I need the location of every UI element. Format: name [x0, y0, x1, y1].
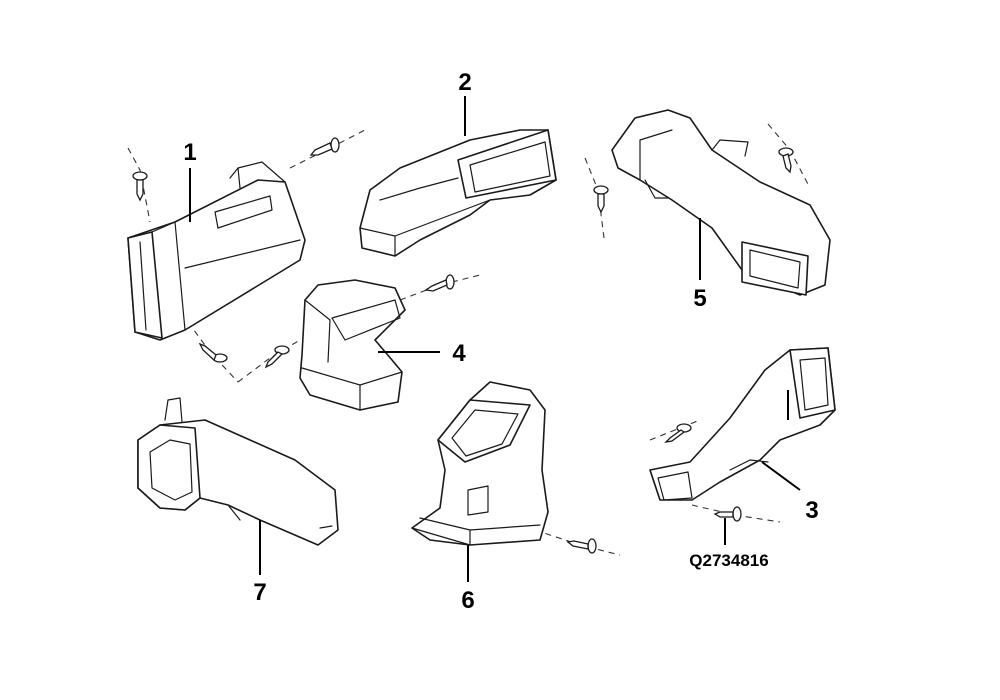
duct-part-2 — [359, 129, 557, 257]
screw-6a — [566, 538, 597, 554]
screw-3b — [713, 506, 742, 522]
screw-4a — [264, 345, 290, 369]
duct-part-1 — [127, 161, 306, 341]
reference-code: Q2734816 — [689, 551, 768, 570]
duct-part-6 — [411, 381, 549, 546]
duct-part-3 — [649, 347, 836, 501]
screw-1c — [198, 342, 228, 363]
screw-4b — [424, 274, 455, 292]
callout-5: 5 — [693, 285, 706, 312]
callout-4: 4 — [452, 340, 466, 367]
screw-5b — [778, 147, 794, 174]
screw-5a — [593, 185, 609, 214]
callout-7: 7 — [253, 579, 266, 606]
duct-part-7 — [137, 397, 339, 546]
duct-part-5 — [611, 109, 831, 296]
leader-lines — [189, 96, 801, 582]
callout-1: 1 — [183, 139, 196, 166]
screw-1a — [132, 171, 148, 202]
callout-3: 3 — [805, 497, 818, 524]
duct-part-4 — [299, 279, 406, 411]
screw-3a — [664, 423, 692, 443]
callout-2: 2 — [458, 69, 471, 96]
screw-1b — [309, 137, 340, 156]
callout-6: 6 — [461, 587, 474, 614]
